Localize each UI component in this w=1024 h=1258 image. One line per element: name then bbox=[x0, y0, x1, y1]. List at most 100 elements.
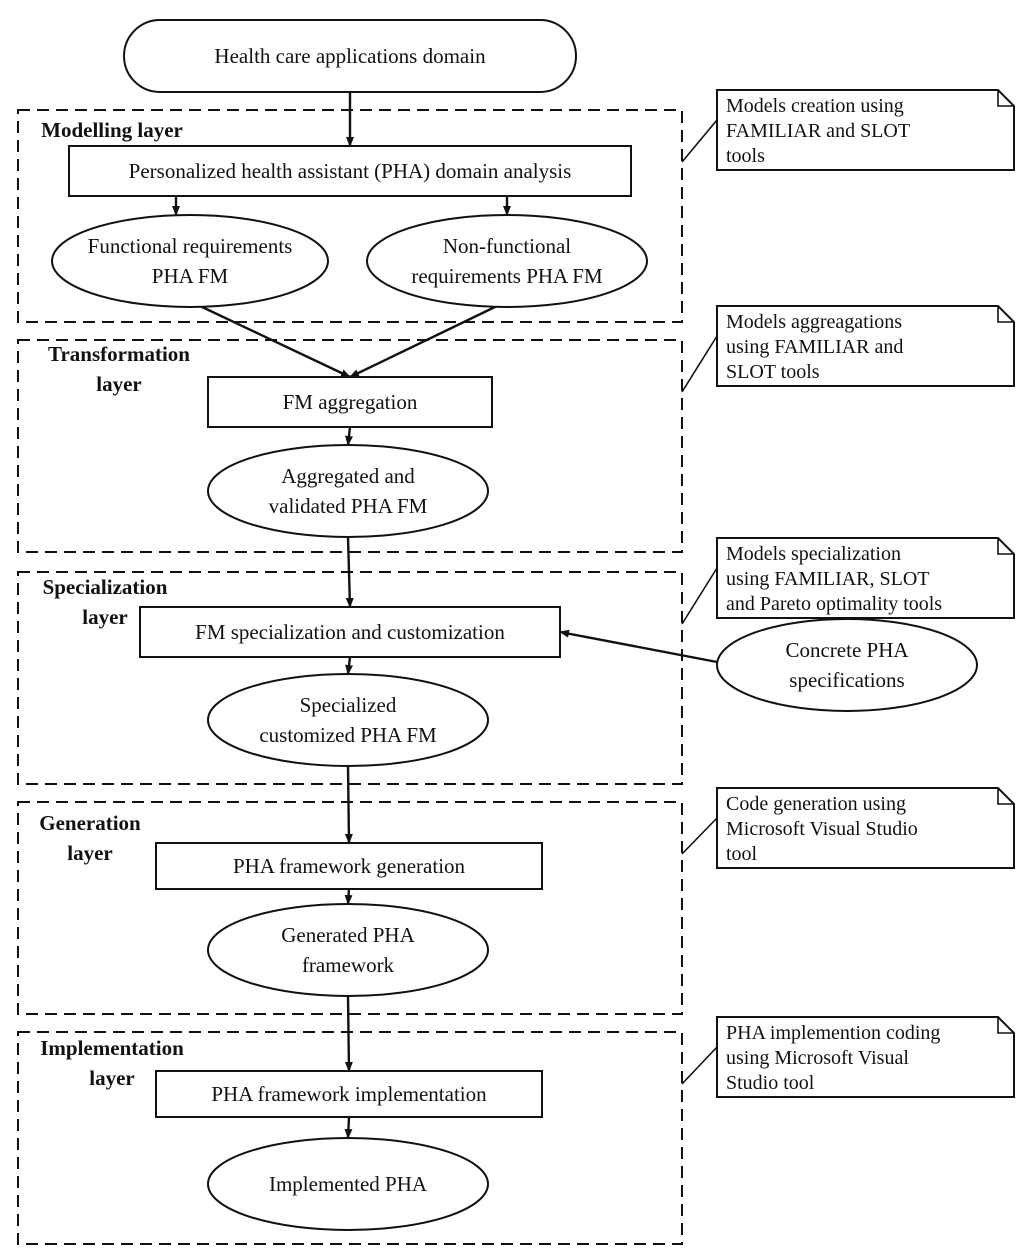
nonfunctional-req-fm-node: Non-functional requirements PHA FM bbox=[366, 214, 648, 308]
note-fold bbox=[997, 538, 1014, 555]
functional-req-fm-ellipse bbox=[51, 214, 329, 308]
start-label: Health care applications domain bbox=[214, 44, 486, 68]
implementation-layer-frame bbox=[17, 1031, 683, 1245]
implementation-note-line: Studio tool bbox=[726, 1072, 815, 1094]
pha-framework-generation-node: PHA framework generation bbox=[155, 842, 543, 890]
implementation-note: PHA implemention coding using Microsoft V… bbox=[716, 1016, 1015, 1098]
note-shape bbox=[716, 1016, 1015, 1098]
generated-pha-framework-line: framework bbox=[302, 953, 395, 977]
generation-note-line: Microsoft Visual Studio bbox=[726, 818, 918, 840]
fm-specialization-node: FM specialization and customization bbox=[139, 606, 561, 658]
note-fold bbox=[997, 306, 1014, 323]
fm-specialization-box bbox=[139, 606, 561, 658]
transformation-note-connector bbox=[681, 335, 718, 393]
start-terminator-node: Health care applications domain bbox=[123, 19, 577, 93]
pha-framework-implementation-box bbox=[155, 1070, 543, 1118]
implementation-layer-title: Implementation bbox=[40, 1036, 184, 1060]
note-fold bbox=[997, 788, 1014, 805]
implementation-note-line: PHA implemention coding bbox=[726, 1022, 940, 1044]
implementation-layer: Implementation layer bbox=[17, 1031, 683, 1245]
aggregated-validated-fm-line: Aggregated and bbox=[281, 464, 415, 488]
aggregated-validated-fm-node: Aggregated and validated PHA FM bbox=[207, 444, 489, 538]
specialized-customized-fm-line: Specialized bbox=[300, 693, 397, 717]
specialization-note-line: using FAMILIAR, SLOT bbox=[726, 568, 930, 590]
modelling-note-line: FAMILIAR and SLOT bbox=[726, 120, 910, 142]
generation-layer-frame bbox=[17, 801, 683, 1015]
arrow-aggregated-validated-fm-to-fm-specialization bbox=[345, 536, 354, 608]
implementation-layer-title: layer bbox=[89, 1066, 134, 1090]
arrow-generated-pha-framework-to-pha-framework-implementation bbox=[344, 995, 353, 1072]
note-shape bbox=[716, 537, 1015, 619]
pha-framework-implementation-node: PHA framework implementation bbox=[155, 1070, 543, 1118]
transformation-note-line: Models aggreagations bbox=[726, 311, 902, 333]
pha-framework-generation-box bbox=[155, 842, 543, 890]
generation-layer-title: Generation bbox=[39, 811, 141, 835]
implemented-pha-line: Implemented PHA bbox=[269, 1172, 428, 1196]
arrow-specialized-customized-fm-to-pha-framework-generation bbox=[344, 765, 353, 844]
specialization-note-line: Models specialization bbox=[726, 543, 901, 565]
generation-note-connector bbox=[681, 817, 718, 855]
note-shape bbox=[716, 787, 1015, 869]
arrow-fm-aggregation-to-aggregated-validated-fm bbox=[345, 426, 353, 446]
aggregated-validated-fm-ellipse bbox=[207, 444, 489, 538]
pha-domain-analysis-line: Personalized health assistant (PHA) doma… bbox=[129, 159, 572, 183]
implementation-note-connector bbox=[681, 1046, 718, 1085]
specialized-customized-fm-ellipse bbox=[207, 673, 489, 767]
transformation-layer: Transformation layer bbox=[17, 339, 683, 553]
concrete-pha-specifications-node: Concrete PHA specifications bbox=[716, 618, 978, 712]
pha-framework-generation-line: PHA framework generation bbox=[233, 854, 466, 878]
arrow-concrete-pha-specifications-to-fm-specialization bbox=[559, 629, 718, 664]
arrow-functional-req-fm-to-fm-aggregation bbox=[199, 304, 351, 379]
specialization-note-line: and Pareto optimality tools bbox=[726, 593, 942, 615]
nonfunctional-req-fm-line: Non-functional bbox=[443, 234, 571, 258]
fm-aggregation-node: FM aggregation bbox=[207, 376, 493, 428]
pha-domain-analysis-node: Personalized health assistant (PHA) doma… bbox=[68, 145, 632, 197]
concrete-pha-specifications-ellipse bbox=[716, 618, 978, 712]
generation-layer: Generation layer bbox=[17, 801, 683, 1015]
generation-note-line: Code generation using bbox=[726, 793, 906, 815]
generated-pha-framework-ellipse bbox=[207, 903, 489, 997]
arrow-nonfunctional-req-fm-to-fm-aggregation bbox=[349, 304, 498, 379]
implemented-pha-node: Implemented PHA bbox=[207, 1137, 489, 1231]
generation-layer-title: layer bbox=[67, 841, 112, 865]
start-terminator bbox=[123, 19, 577, 93]
generated-pha-framework-node: Generated PHA framework bbox=[207, 903, 489, 997]
implementation-note-line: using Microsoft Visual bbox=[726, 1047, 909, 1069]
transformation-layer-frame bbox=[17, 339, 683, 553]
modelling-note-line: tools bbox=[726, 145, 765, 167]
note-fold bbox=[997, 90, 1014, 107]
note-shape bbox=[716, 89, 1015, 171]
transformation-layer-title: layer bbox=[96, 372, 141, 396]
functional-req-fm-line: PHA FM bbox=[152, 264, 229, 288]
specialization-note: Models specialization using FAMILIAR, SLO… bbox=[716, 537, 1015, 619]
aggregated-validated-fm-line: validated PHA FM bbox=[269, 494, 428, 518]
transformation-layer-title: Transformation bbox=[48, 342, 190, 366]
nonfunctional-req-fm-line: requirements PHA FM bbox=[411, 264, 603, 288]
nonfunctional-req-fm-ellipse bbox=[366, 214, 648, 308]
generated-pha-framework-line: Generated PHA bbox=[281, 923, 415, 947]
specialized-customized-fm-node: Specialized customized PHA FM bbox=[207, 673, 489, 767]
concrete-pha-specifications-line: Concrete PHA bbox=[785, 638, 909, 662]
fm-aggregation-line: FM aggregation bbox=[283, 390, 418, 414]
modelling-note-line: Models creation using bbox=[726, 95, 904, 117]
pha-domain-analysis-box bbox=[68, 145, 632, 197]
arrow-fm-specialization-to-specialized-customized-fm bbox=[345, 656, 354, 675]
note-fold bbox=[997, 1017, 1014, 1034]
specialized-customized-fm-line: customized PHA FM bbox=[259, 723, 437, 747]
specialization-layer-title: layer bbox=[82, 605, 127, 629]
modelling-layer-title: Modelling layer bbox=[41, 118, 183, 142]
specialization-note-connector bbox=[681, 567, 718, 625]
concrete-pha-specifications-line: specifications bbox=[789, 668, 904, 692]
note-shape bbox=[716, 305, 1015, 387]
functional-req-fm-line: Functional requirements bbox=[88, 234, 293, 258]
arrow-pha-framework-generation-to-generated-pha-framework bbox=[344, 888, 353, 905]
arrow-pha-framework-implementation-to-implemented-pha bbox=[344, 1116, 353, 1139]
fm-specialization-line: FM specialization and customization bbox=[195, 620, 505, 644]
transformation-note-line: SLOT tools bbox=[726, 361, 820, 383]
fm-aggregation-box bbox=[207, 376, 493, 428]
